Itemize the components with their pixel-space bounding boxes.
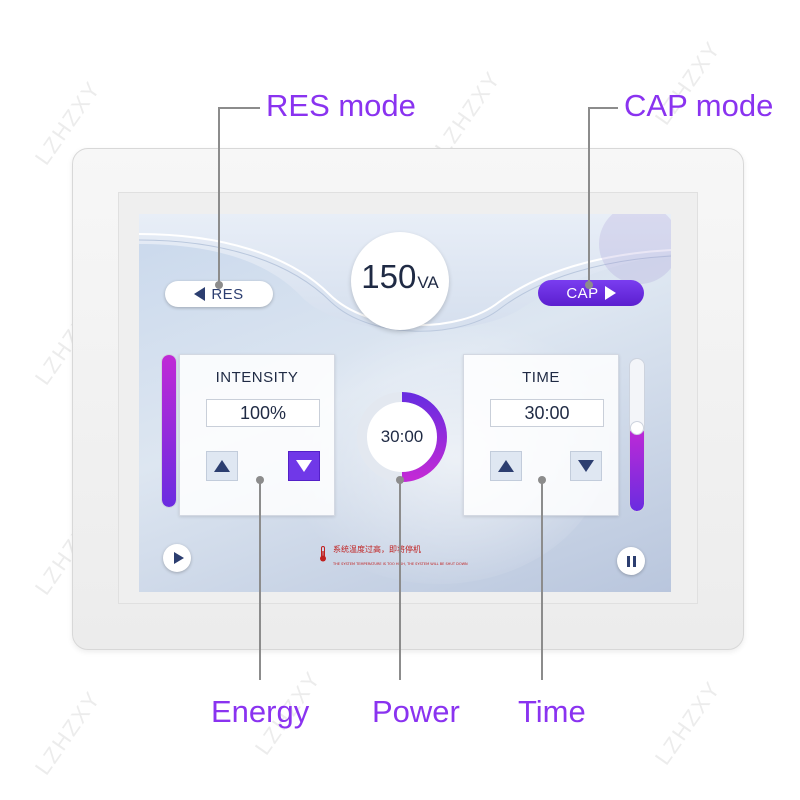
power-callout-line <box>399 480 401 680</box>
up-arrow-icon <box>498 460 514 472</box>
res-callout-line <box>218 107 260 109</box>
power-callout-dot <box>396 476 404 484</box>
down-arrow-icon <box>578 460 594 472</box>
cap-callout-dot <box>585 281 593 289</box>
res-mode-button[interactable]: RES <box>165 281 273 307</box>
time-callout-line <box>541 480 543 680</box>
time-down-button[interactable] <box>570 451 602 481</box>
intensity-value: 100% <box>206 399 320 427</box>
time-slider[interactable] <box>629 358 645 512</box>
res-mode-callout: RES mode <box>266 88 416 123</box>
res-callout-dot <box>215 281 223 289</box>
pause-button[interactable] <box>617 547 645 575</box>
intensity-slider[interactable] <box>161 354 177 508</box>
res-callout-line <box>218 107 220 285</box>
time-callout: Time <box>518 694 586 729</box>
energy-callout-line <box>259 480 261 680</box>
power-callout: Power <box>372 694 460 729</box>
energy-callout-dot <box>256 476 264 484</box>
energy-callout: Energy <box>211 694 310 729</box>
thermometer-icon <box>320 546 326 562</box>
watermark: LZHZXY <box>429 66 506 160</box>
power-unit: VA <box>417 273 439 292</box>
time-up-button[interactable] <box>490 451 522 481</box>
play-button[interactable] <box>163 544 191 572</box>
intensity-title: INTENSITY <box>215 369 299 386</box>
right-triangle-icon <box>604 286 616 300</box>
time-title: TIME <box>522 369 560 386</box>
cap-callout-line <box>588 107 618 109</box>
watermark: LZHZXY <box>29 686 106 780</box>
cap-mode-button[interactable]: CAP <box>538 280 644 306</box>
play-icon <box>173 552 184 564</box>
time-value: 30:00 <box>490 399 604 427</box>
timer-ring: 30:00 <box>353 388 451 486</box>
left-triangle-icon <box>194 287 206 301</box>
intensity-down-button[interactable] <box>288 451 320 481</box>
pause-icon <box>626 555 636 567</box>
intensity-slider-fill <box>162 355 176 507</box>
timer-value: 30:00 <box>380 427 424 446</box>
time-slider-fill <box>630 426 644 511</box>
time-slider-knob[interactable] <box>630 421 644 435</box>
cap-callout-line <box>588 107 590 285</box>
timer-progress-arc <box>401 392 447 482</box>
intensity-panel: INTENSITY 100% <box>179 354 335 516</box>
time-callout-dot <box>538 476 546 484</box>
intensity-up-button[interactable] <box>206 451 238 481</box>
watermark: LZHZXY <box>649 676 726 770</box>
power-value: 150 <box>361 258 417 295</box>
temperature-warning: 系统温度过高，即将停机 THE SYSTEM TEMPERATURE IS TO… <box>319 544 529 574</box>
cap-mode-callout: CAP mode <box>624 88 774 123</box>
res-mode-label: RES <box>211 285 244 303</box>
touch-screen: RES 150 VA CAP INTENSITY 100% <box>139 214 671 592</box>
cap-mode-label: CAP <box>566 284 599 302</box>
timer-progress-ring <box>357 392 447 482</box>
down-arrow-icon <box>296 460 312 472</box>
warning-text-cn: 系统温度过高，即将停机 <box>333 545 421 554</box>
power-display: 150 VA <box>351 232 449 330</box>
up-arrow-icon <box>214 460 230 472</box>
